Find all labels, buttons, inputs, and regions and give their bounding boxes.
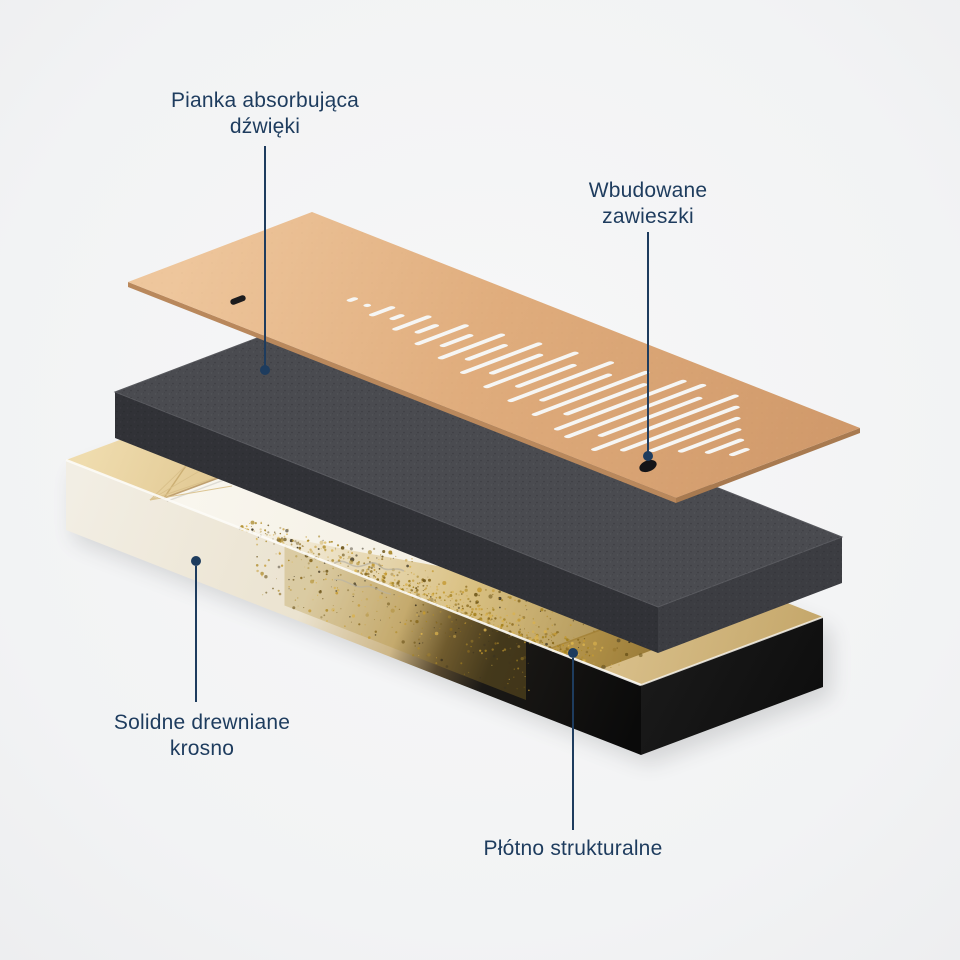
leader-dot-hangers — [643, 451, 653, 461]
backboard-right-edge — [676, 428, 860, 503]
label-frame-line2: krosno — [169, 737, 235, 760]
leader-dot-foam — [260, 365, 270, 375]
label-hangers-line2: zawieszki — [602, 205, 694, 228]
canvas-front-face — [66, 460, 641, 755]
canvas-right-edge-highlight — [640, 616, 824, 686]
canvas-right-face — [641, 617, 823, 755]
label-frame: Solidne drewniane krosno — [114, 710, 290, 762]
label-canvas: Płótno strukturalne — [484, 836, 663, 862]
label-foam-line2: dźwięki — [229, 115, 301, 138]
canvas-front-edge-highlight — [65, 458, 642, 687]
label-foam-line1: Pianka absorbująca — [170, 89, 360, 112]
foam-layer — [113, 321, 844, 653]
canvas-back-text-squiggle — [333, 560, 405, 595]
hanger-dash-icon — [230, 295, 246, 305]
leader-dot-frame — [191, 556, 201, 566]
leader-dot-canvas — [568, 648, 578, 658]
label-canvas-line1: Płótno strukturalne — [483, 837, 663, 860]
leader-line-foam — [264, 146, 266, 366]
label-frame-line1: Solidne drewniane — [113, 711, 291, 734]
soundwave-slot-pattern — [346, 297, 750, 457]
leader-line-hangers — [647, 232, 649, 454]
leader-line-frame — [195, 566, 197, 702]
label-hangers: Wbudowane zawieszki — [589, 178, 708, 230]
label-foam: Pianka absorbująca dźwięki — [171, 88, 359, 140]
label-hangers-line1: Wbudowane — [588, 179, 708, 202]
leader-line-canvas — [572, 658, 574, 830]
hanger-icon — [639, 459, 657, 473]
